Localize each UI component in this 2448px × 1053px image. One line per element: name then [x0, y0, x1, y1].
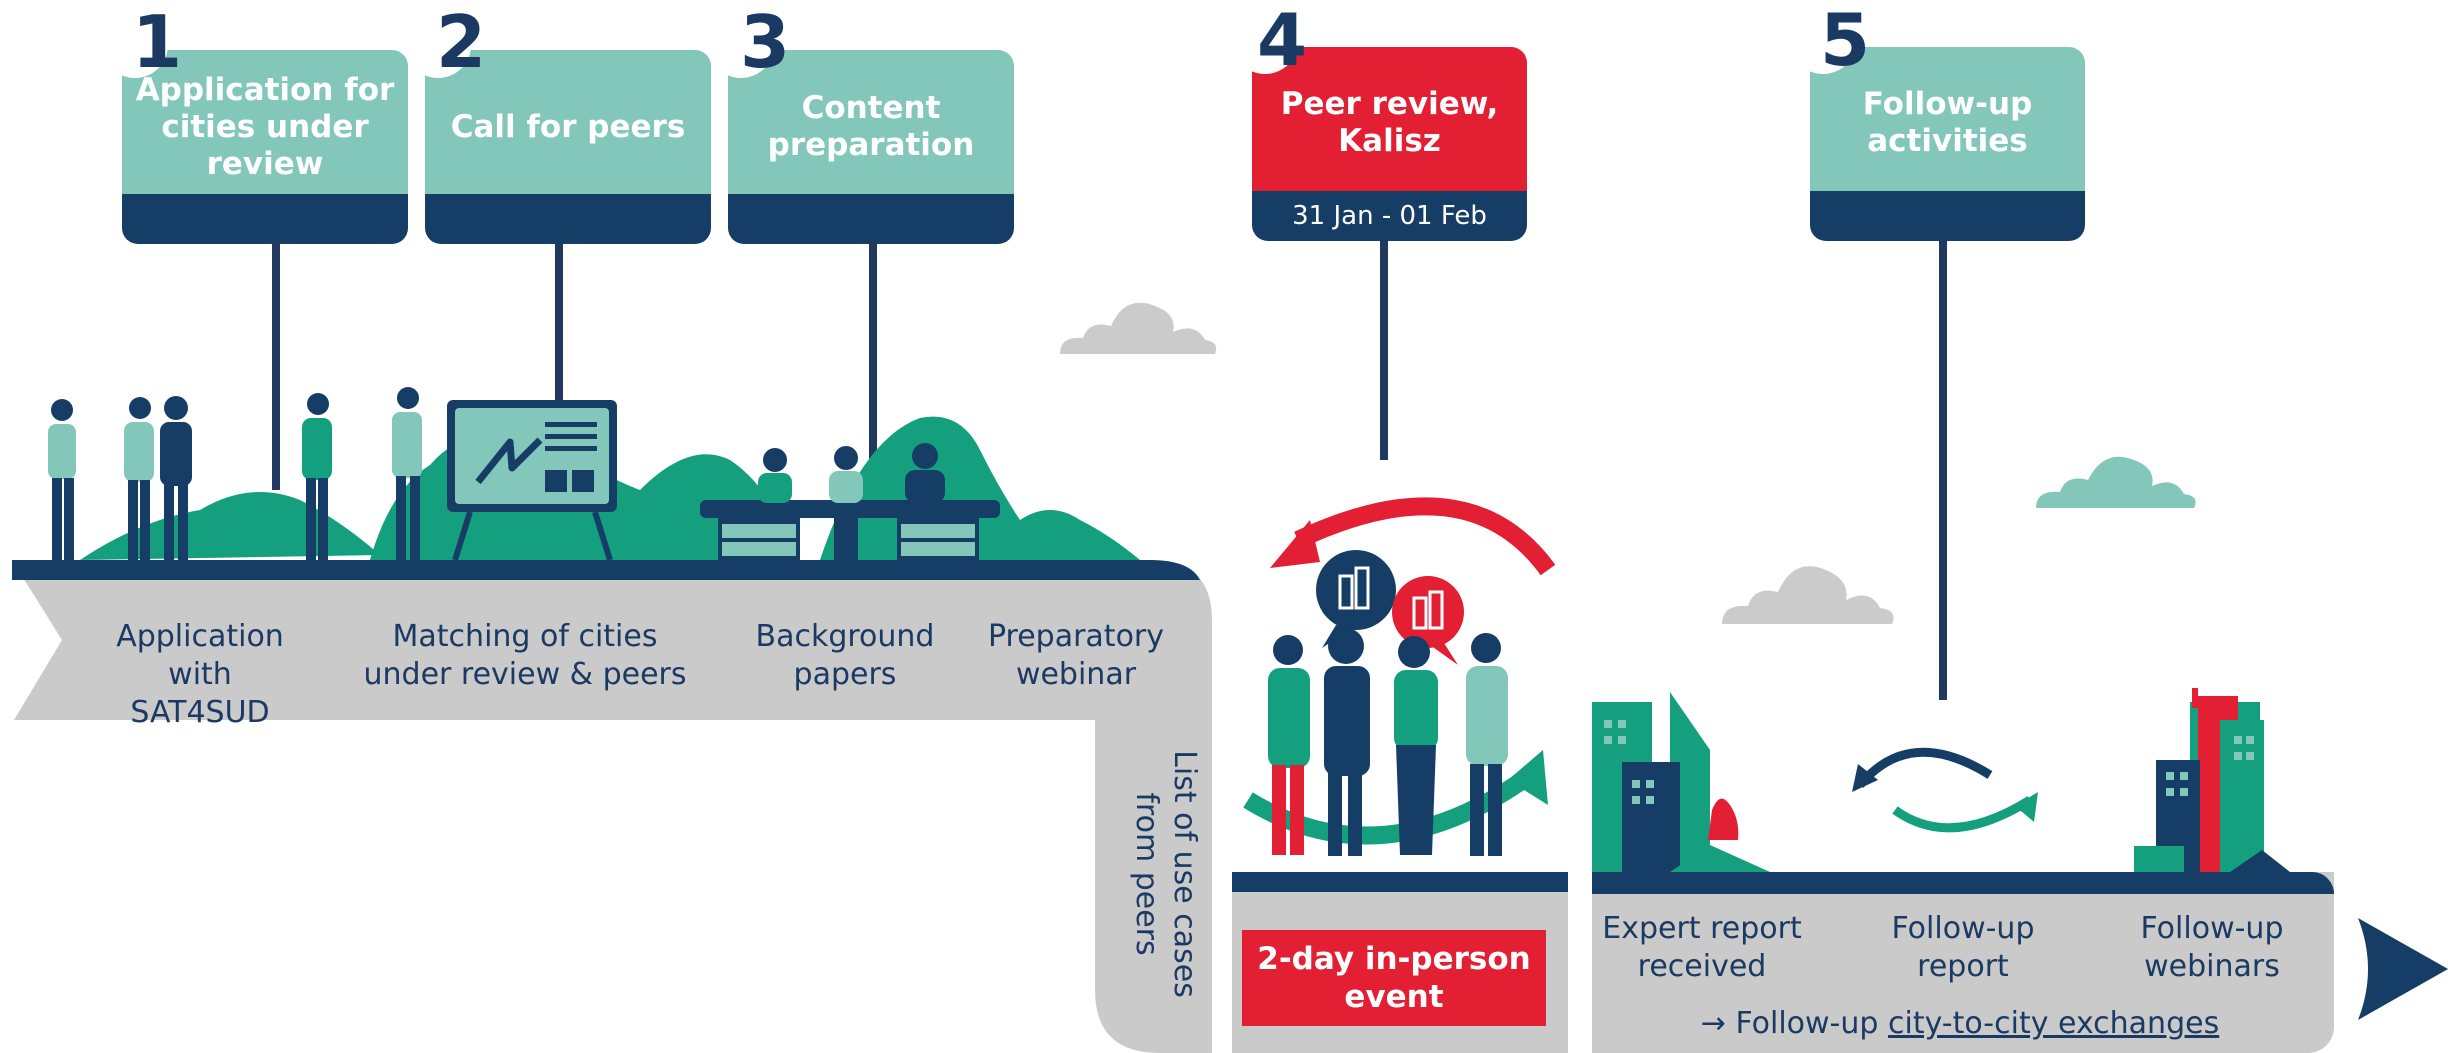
- event-label: 2-day in-person event: [1242, 930, 1546, 1026]
- step-1-footer: [122, 194, 408, 244]
- end-arrow-icon: [2358, 918, 2448, 1020]
- sign-pole-4: [1380, 238, 1388, 460]
- step-2-footer: [425, 194, 711, 244]
- step-4-number: 4: [1257, 0, 1308, 82]
- step-4-sign: Peer review, Kalisz 31 Jan - 01 Feb: [1252, 47, 1527, 241]
- exchanges-prefix: → Follow-up: [1700, 1006, 1888, 1041]
- band-label-exchanges: → Follow-up city-to-city exchanges: [1650, 1005, 2270, 1043]
- follow-up-band: [1592, 872, 2334, 1053]
- band-label-application: Application with SAT4SUD: [116, 619, 284, 730]
- step-5-title: Follow-up activities: [1810, 47, 2085, 191]
- step-3-sign: Content preparation: [728, 50, 1014, 244]
- event-box-top-stripe: [1232, 872, 1568, 892]
- step-3-title: Content preparation: [728, 50, 1014, 194]
- timeline-band-left: [12, 560, 1212, 1053]
- sign-notch: [405, 12, 471, 78]
- band-label-followup-webinars: Follow-up webinars: [2140, 911, 2284, 984]
- exchanges-link[interactable]: city-to-city exchanges: [1887, 1006, 2220, 1041]
- step-2-number: 2: [436, 0, 487, 84]
- step-4-title: Peer review, Kalisz: [1252, 47, 1527, 191]
- follow-up-band-top-stripe: [1592, 872, 2334, 894]
- sign-notch: [1232, 8, 1298, 74]
- band-label-use-cases: List of use cases from peers: [1129, 750, 1202, 998]
- sign-pole-2: [555, 240, 563, 470]
- step-3-footer: [728, 194, 1014, 244]
- sign-notch: [1790, 8, 1856, 74]
- step-5-footer: [1810, 191, 2085, 241]
- step-5-number: 5: [1820, 0, 1871, 82]
- left-scene-illustration: [48, 387, 1140, 562]
- sign-pole-3: [869, 240, 877, 480]
- cloud-icon: [1722, 566, 1894, 624]
- follow-up-illustration: [1592, 688, 2290, 872]
- step-1-sign: Application for cities under review: [122, 50, 408, 244]
- peer-review-illustration: [1243, 497, 1556, 856]
- sign-pole-1: [272, 240, 280, 490]
- band-label-expert-report: Expert report received: [1602, 911, 1802, 984]
- step-1-title: Application for cities under review: [122, 50, 408, 194]
- band-label-matching: Matching of cities under review & peers: [363, 619, 687, 692]
- step-4-date: 31 Jan - 01 Feb: [1252, 191, 1527, 241]
- band-label-webinar: Preparatory webinar: [987, 619, 1165, 692]
- step-2-title: Call for peers: [425, 50, 711, 194]
- step-3-number: 3: [740, 0, 791, 84]
- sign-notch: [102, 12, 168, 78]
- band-label-background: Background papers: [755, 619, 935, 692]
- sign-notch: [708, 12, 774, 78]
- step-1-number: 1: [132, 0, 183, 84]
- cloud-icon: [2036, 456, 2196, 508]
- cloud-icon: [1060, 302, 1217, 354]
- step-5-sign: Follow-up activities: [1810, 47, 2085, 241]
- step-2-sign: Call for peers: [425, 50, 711, 244]
- band-label-followup-report: Follow-up report: [1891, 911, 2035, 984]
- sign-pole-5: [1939, 238, 1947, 700]
